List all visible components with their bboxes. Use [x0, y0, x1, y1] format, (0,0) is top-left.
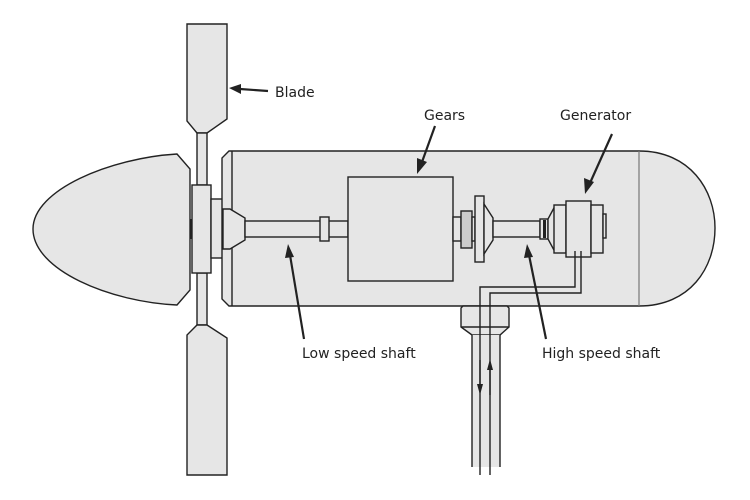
generator-label: Generator [560, 108, 631, 124]
high-speed-shaft-leader-arrow [524, 244, 548, 340]
blade-leader-arrow [229, 84, 269, 94]
down-arrow-icon [477, 384, 483, 395]
low-speed-shaft-collar [319, 216, 330, 242]
coupling-disc [474, 195, 485, 263]
brake-disc [460, 210, 473, 249]
up-arrow-icon [487, 359, 493, 370]
high-speed-shaft [492, 220, 541, 238]
high-speed-shaft-collar-inner [543, 220, 546, 238]
tower [460, 305, 510, 475]
generator-leader-arrow [584, 133, 614, 194]
low-speed-shaft-leader-arrow [285, 244, 306, 340]
gearbox [347, 176, 454, 282]
main-bearing-cone [222, 208, 246, 250]
blade-label: Blade [275, 85, 315, 101]
coupling-cone [483, 201, 494, 257]
low-speed-shaft-label: Low speed shaft [302, 346, 416, 362]
gears-label: Gears [424, 108, 465, 124]
hub-flange [210, 198, 224, 259]
high-speed-shaft-label: High speed shaft [542, 346, 661, 362]
gears-leader-arrow [417, 125, 437, 174]
hub-plate [191, 184, 212, 274]
generator [547, 200, 607, 258]
low-speed-shaft [244, 220, 349, 238]
coupling-stub [452, 216, 462, 242]
blade-bottom [186, 272, 228, 476]
nose-cone [32, 153, 191, 306]
blade-top [186, 23, 228, 186]
